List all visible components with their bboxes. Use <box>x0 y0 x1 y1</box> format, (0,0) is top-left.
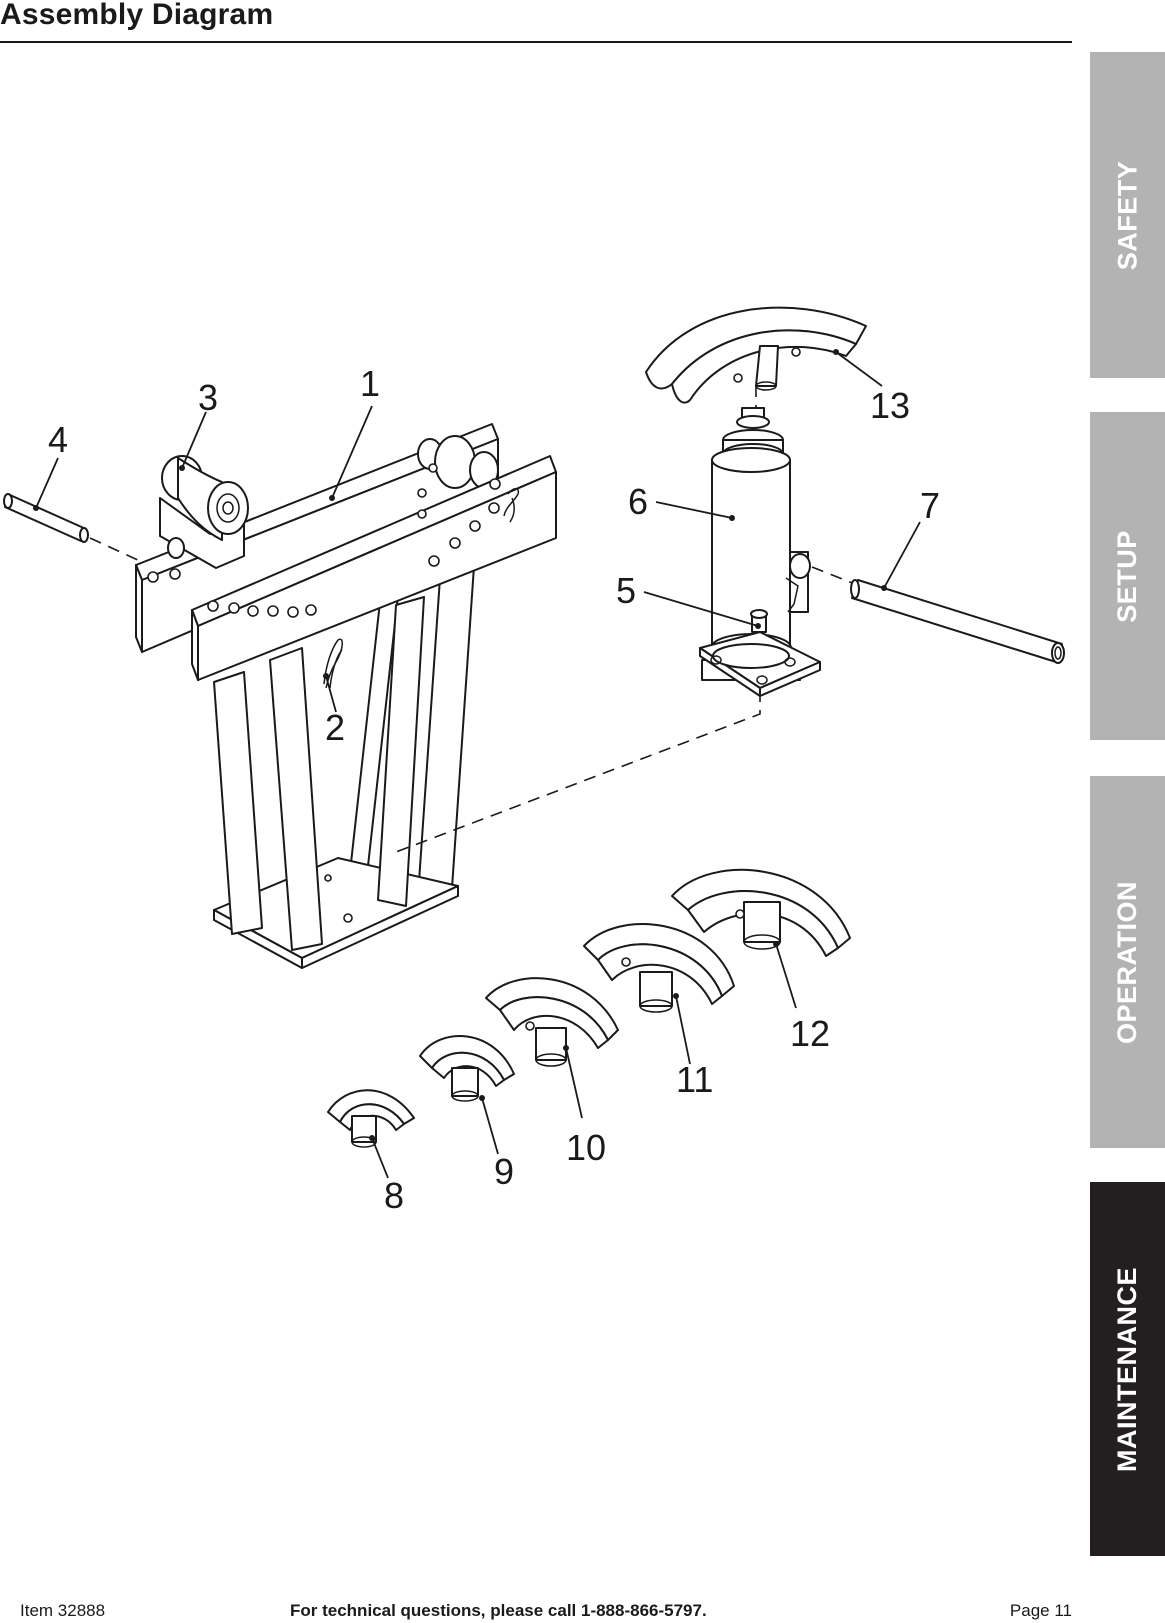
bending-die-part-12 <box>671 868 851 957</box>
assembly-diagram: 1 2 3 4 5 6 7 8 9 10 11 12 13 <box>3 306 1065 1216</box>
tab-maintenance-label: MAINTENANCE <box>1112 1266 1142 1472</box>
tab-safety[interactable]: SAFETY <box>1090 52 1165 378</box>
callout-1: 1 <box>360 363 380 404</box>
tab-operation-label: OPERATION <box>1112 880 1143 1044</box>
tab-maintenance[interactable]: MAINTENANCE <box>1090 1182 1165 1556</box>
footer-item-number: Item 32888 <box>20 1601 106 1620</box>
tab-setup-label: SETUP <box>1112 529 1142 623</box>
callout-9: 9 <box>494 1151 514 1192</box>
callout-11: 11 <box>676 1059 713 1100</box>
roller-part-3 <box>159 455 249 569</box>
callout-4: 4 <box>48 419 68 460</box>
hydraulic-jack-part-6 <box>395 385 821 853</box>
callout-3: 3 <box>198 377 218 418</box>
frame-part-1 <box>135 423 557 969</box>
tab-setup[interactable]: SETUP <box>1090 412 1165 740</box>
callout-10: 10 <box>566 1127 606 1168</box>
callout-7: 7 <box>920 485 940 526</box>
pin-part-4 <box>3 493 141 562</box>
bending-die-part-8 <box>327 1089 415 1148</box>
section-tabs: SAFETY SETUP OPERATION MAINTENANCE <box>1090 0 1165 1623</box>
callout-6: 6 <box>628 481 648 522</box>
tab-safety-label: SAFETY <box>1112 160 1143 270</box>
footer-tech-support: For technical questions, please call 1-8… <box>290 1601 707 1620</box>
bending-die-part-13 <box>645 306 867 404</box>
callout-12: 12 <box>790 1013 830 1054</box>
bending-die-part-11 <box>583 923 735 1013</box>
callout-8: 8 <box>384 1175 404 1216</box>
footer-page-number: Page 11 <box>1009 1601 1072 1620</box>
callout-13: 13 <box>870 385 910 426</box>
bending-die-part-10 <box>485 977 619 1067</box>
callout-2: 2 <box>325 707 345 748</box>
leader-lines <box>33 349 921 1179</box>
handle-part-7 <box>811 566 1065 664</box>
callout-5: 5 <box>616 570 636 611</box>
page-title: Assembly Diagram <box>0 0 274 31</box>
hairpin-clip-part-2 <box>323 488 520 689</box>
page-footer: Item 32888 For technical questions, plea… <box>0 1600 1072 1622</box>
tab-operation[interactable]: OPERATION <box>1090 776 1165 1148</box>
bending-die-part-9 <box>419 1035 515 1102</box>
title-divider <box>0 41 1072 43</box>
